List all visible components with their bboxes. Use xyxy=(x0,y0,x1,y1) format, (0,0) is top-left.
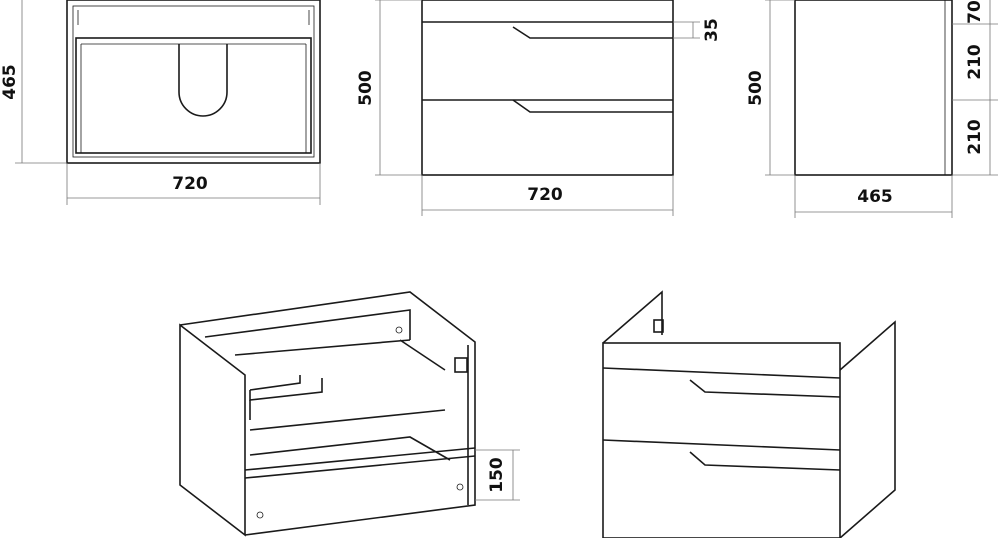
width-dimension-label: 720 xyxy=(172,174,208,194)
iso-closed-view xyxy=(602,290,896,538)
width-dimension-label: 720 xyxy=(527,185,563,205)
front-view: 35 500 720 xyxy=(356,0,722,216)
depth-dimension-label: 465 xyxy=(0,64,20,100)
top-view: 465 720 xyxy=(0,0,321,205)
depth-dimension-label: 465 xyxy=(857,187,893,207)
segment-dimension-label: 70 xyxy=(965,0,985,24)
drawer-height-dimension-label: 150 xyxy=(487,457,507,493)
iso-open-view: 150 xyxy=(179,291,520,537)
side-view: 70 210 210 500 465 xyxy=(746,0,998,218)
height-dimension-label: 500 xyxy=(356,70,376,106)
slot-dimension-label: 35 xyxy=(702,18,722,42)
height-dimension-label: 500 xyxy=(746,70,766,106)
segment-dimension-label: 210 xyxy=(965,119,985,155)
segment-dimension-label: 210 xyxy=(965,44,985,80)
